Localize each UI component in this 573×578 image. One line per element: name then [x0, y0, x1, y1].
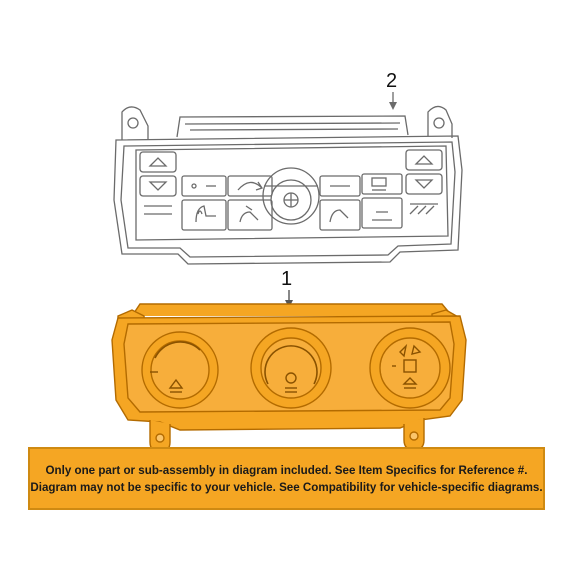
- fan-speed-knob: [250, 327, 332, 409]
- vent-mode-icon: [239, 205, 259, 223]
- upper-center-knob: [270, 179, 312, 221]
- down-arrow-icon-right: [414, 179, 434, 189]
- seat-heat-button-right: [319, 199, 361, 231]
- upper-right-mount-hole: [433, 117, 445, 129]
- callout-2-arrowhead: [389, 102, 397, 110]
- callout-1-label: 1: [281, 268, 293, 290]
- up-arrow-icon: [148, 157, 168, 167]
- left-down-button: [139, 175, 177, 197]
- up-arrow-icon-right: [414, 155, 434, 165]
- mode-knob: [369, 327, 451, 409]
- lower-control-panel: [111, 290, 467, 453]
- upper-right-mount-tab: [427, 105, 453, 138]
- seat-heat-icon-right: [329, 209, 349, 223]
- vent-button: [227, 199, 273, 231]
- left-up-button: [139, 151, 177, 173]
- upper-left-mount-tab: [121, 106, 149, 140]
- disclaimer-line-2: Diagram may not be specific to your vehi…: [30, 480, 543, 494]
- upper-left-mount-hole: [127, 117, 139, 129]
- upper-face-plate: [135, 145, 449, 241]
- seat-heat-icon: [195, 205, 216, 223]
- rear-defrost-button: [361, 197, 403, 229]
- temperature-knob: [141, 331, 219, 409]
- disclaimer-line-1: Only one part or sub-assembly in diagram…: [45, 463, 528, 477]
- upper-control-panel: [113, 92, 463, 265]
- callout-2-label: 2: [386, 70, 398, 92]
- upper-center-knob-outer: [262, 167, 320, 225]
- defrost-button: [361, 173, 403, 195]
- disclaimer-banner: Only one part or sub-assembly in diagram…: [28, 447, 545, 510]
- upper-outer-body: [113, 135, 463, 265]
- fan-minus-button: [319, 175, 361, 197]
- right-up-button: [405, 149, 443, 171]
- lower-top-rail: [131, 303, 453, 317]
- upper-top-ridge: [176, 115, 409, 138]
- recirculation-icon: [237, 181, 264, 191]
- fan-icon: [372, 211, 392, 221]
- mode-button-1: [181, 175, 227, 197]
- down-arrow-icon: [148, 181, 168, 191]
- right-down-button: [405, 173, 443, 195]
- seat-heat-button-left: [181, 199, 227, 231]
